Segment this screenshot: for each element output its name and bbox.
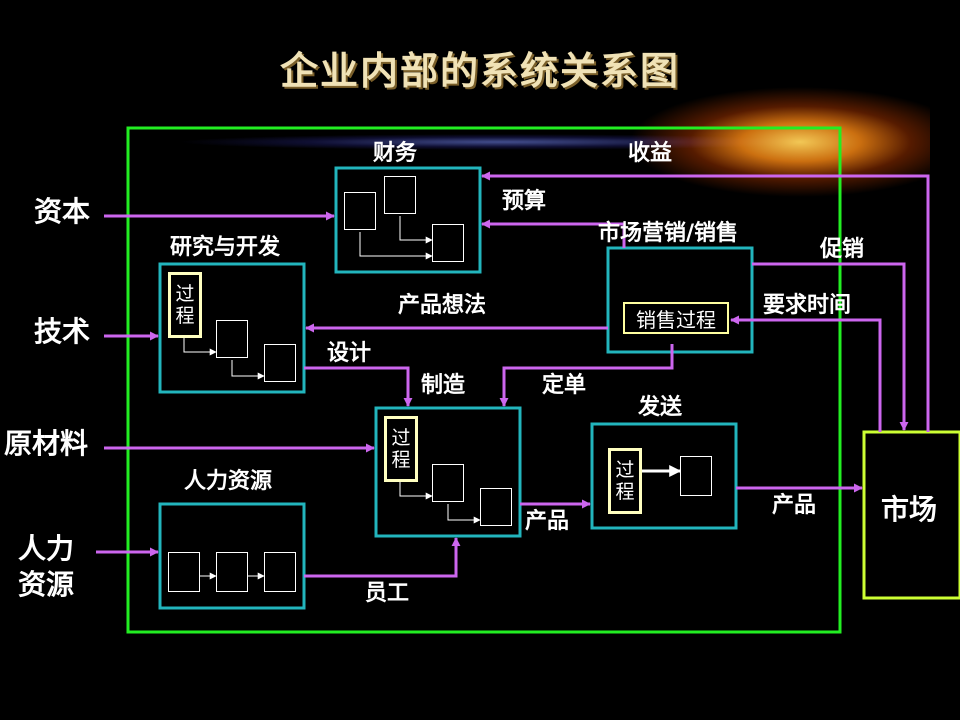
process-label-line2: 程: [391, 449, 411, 471]
promotion-arrow: [752, 262, 909, 431]
hr-subprocess-box: [216, 552, 248, 592]
diagram-title: 企业内部的系统关系图: [279, 48, 680, 93]
input-human-resources-line1: 人力: [18, 532, 75, 565]
mfg-process-box: 过 程: [384, 416, 418, 482]
finance-subprocess-box: [344, 192, 376, 230]
shipping-box: [590, 422, 738, 530]
hr-subprocess-box: [168, 552, 200, 592]
rnd-subprocess-box: [216, 320, 248, 358]
mfg-subprocess-box: [432, 464, 464, 502]
rnd-process-box: 过 程: [168, 272, 202, 338]
finance-label: 财务: [373, 140, 418, 166]
process-label-line1: 过: [391, 427, 411, 449]
rnd-subprocess-box: [264, 344, 296, 382]
rnd-box: [158, 262, 306, 394]
hr-subprocess-box: [264, 552, 296, 592]
product-mfg-label: 产品: [525, 508, 570, 534]
shipping-process-box: 过 程: [608, 448, 642, 514]
process-label-line2: 程: [175, 305, 195, 327]
rnd-label: 研究与开发: [170, 234, 281, 260]
hr-label: 人力资源: [184, 468, 273, 494]
promotion-label: 促销: [820, 236, 865, 262]
market-label: 市场: [881, 493, 938, 526]
shipping-label: 发送: [638, 394, 683, 420]
manufacturing-box: [374, 406, 522, 538]
product-idea-label: 产品想法: [398, 292, 487, 318]
rnd-inner-connector-b: [231, 360, 265, 380]
mfg-inner-connector-a: [399, 480, 433, 500]
enterprise-boundary: [126, 126, 842, 634]
budget-label: 预算: [502, 188, 547, 214]
rnd-inner-connector-a: [183, 336, 217, 356]
input-technology: 技术: [34, 315, 91, 348]
sales-process-box: 销售过程: [623, 302, 729, 334]
design-arrow: [304, 366, 413, 407]
design-label: 设计: [327, 340, 372, 366]
input-human-resources-line2: 资源: [18, 568, 75, 601]
finance-inner-connector-a: [359, 232, 433, 260]
hr-box: [158, 502, 306, 610]
finance-subprocess-box: [384, 176, 416, 214]
input-raw-materials: 原材料: [4, 427, 89, 460]
process-label-line1: 过: [615, 459, 635, 481]
input-capital: 资本: [34, 195, 91, 228]
mfg-inner-connector-b: [447, 504, 481, 524]
market-box: [862, 430, 960, 600]
revenue-label: 收益: [628, 140, 673, 166]
order-label: 定单: [542, 372, 587, 398]
order-arrow: [499, 344, 674, 407]
product-market-label: 产品: [772, 492, 817, 518]
shipping-subprocess-box: [680, 456, 712, 496]
revenue-arrow: [481, 171, 930, 432]
process-label-line2: 程: [615, 481, 635, 503]
manufacturing-label: 制造: [421, 372, 466, 398]
request-time-arrow: [730, 315, 882, 432]
finance-subprocess-box: [432, 224, 464, 262]
marketing-box: [606, 246, 754, 354]
budget-arrow: [481, 219, 626, 248]
staff-label: 员工: [365, 580, 410, 606]
finance-box: [334, 166, 482, 274]
marketing-label: 市场营销/销售: [598, 220, 739, 246]
finance-inner-connector-b: [399, 216, 433, 244]
request-time-label: 要求时间: [763, 292, 852, 318]
mfg-subprocess-box: [480, 488, 512, 526]
staff-arrow: [304, 537, 461, 578]
process-label-line1: 过: [175, 283, 195, 305]
